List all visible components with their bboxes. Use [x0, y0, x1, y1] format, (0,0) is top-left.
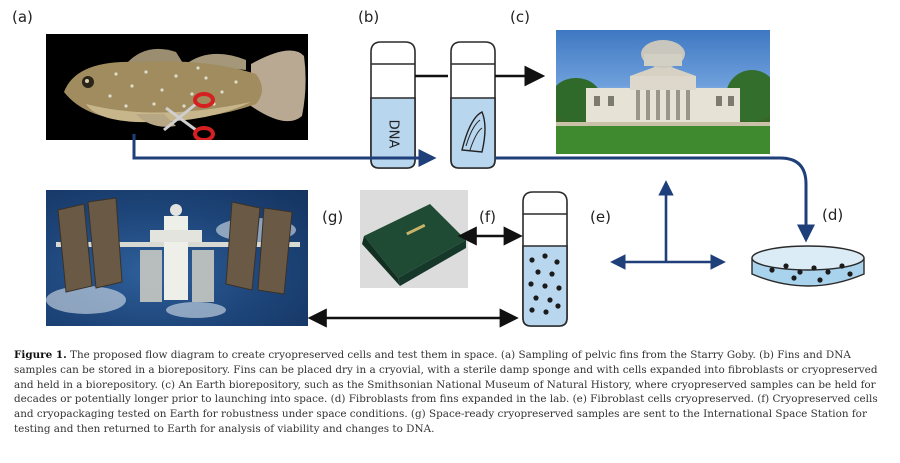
binder-illustration [360, 190, 468, 288]
vial-dna-label: DNA [386, 120, 401, 149]
museum-photo [556, 30, 770, 154]
vial-dna [370, 41, 416, 169]
figure-caption: Figure 1. The proposed flow diagram to c… [14, 348, 888, 437]
panel-label-e: (e) [590, 208, 611, 226]
cross-arrows [610, 180, 726, 270]
iss-photo [46, 190, 308, 326]
vial-fin [450, 41, 496, 169]
dish-cell-dots [769, 263, 853, 283]
scissors-icon [163, 92, 215, 140]
cell-dots-icon [528, 253, 562, 315]
museum-illustration [556, 40, 770, 154]
figure-caption-text: The proposed flow diagram to create cryo… [14, 349, 878, 435]
panel-label-a: (a) [12, 8, 33, 26]
panel-label-d: (d) [822, 206, 844, 224]
panel-label-c: (c) [510, 8, 530, 26]
figure-label: Figure 1. [14, 349, 67, 361]
petri-dish [751, 245, 865, 287]
fish-illustration [64, 48, 306, 140]
vial-cells [522, 191, 568, 327]
fish-photo [46, 34, 308, 140]
panel-label-g: (g) [322, 208, 344, 226]
panel-label-f: (f) [479, 208, 496, 226]
sponge-icon [461, 111, 486, 153]
arrow-b-to-d [495, 156, 815, 243]
iss-illustration [46, 197, 300, 318]
arrow-a-to-b [132, 134, 437, 167]
panel-label-b: (b) [358, 8, 380, 26]
cryopackaging-photo [360, 190, 468, 288]
